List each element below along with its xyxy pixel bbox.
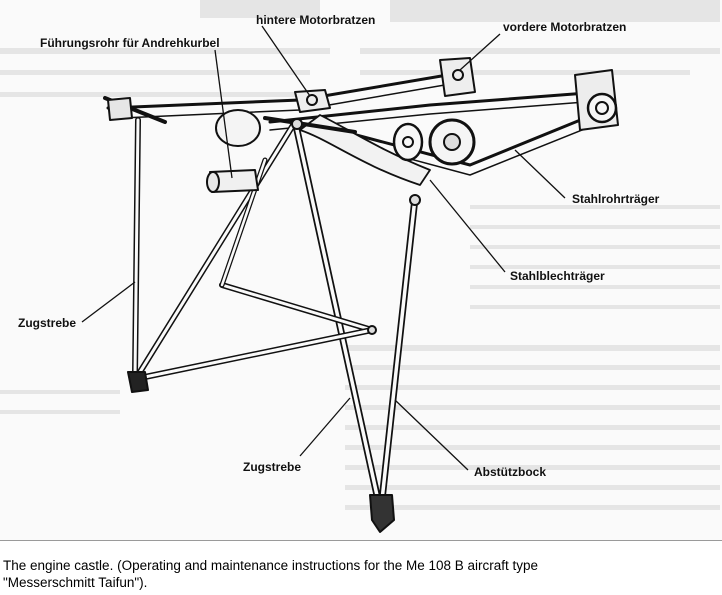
front-mount-ring [586,92,618,124]
steel-tube-support [343,110,602,167]
left-foot [127,371,149,393]
pulley-small [392,122,424,162]
diagonal-leg-b-inner [295,128,380,502]
leader-stahlblechtraeger [429,179,506,273]
engine-castle-figure: hintere Motorbratzen vordere Motorbratze… [0,0,722,541]
caption-line-1: The engine castle. (Operating and mainte… [3,558,539,573]
label-fuehrungsrohr: Führungsrohr für Andrehkurbel [40,36,220,50]
label-abstuetzbock: Abstützbock [474,465,546,479]
pulley-large-hub [443,133,461,151]
label-zugstrebe-bottom: Zugstrebe [243,460,302,474]
support-bracket-leg-inner [380,196,417,502]
figure-caption: The engine castle. (Operating and mainte… [3,557,719,591]
guide-tube-end [206,171,220,193]
rear-bracket-bolt [306,94,318,106]
middle-joint [291,118,303,130]
leader-abstuetzbock [394,399,469,471]
cross-brace-lower-inner [138,328,374,380]
right-foot [369,494,395,533]
engine-castle-drawing [0,0,720,533]
leader-hintere-motorbratzen [261,25,311,97]
front-engine-bracket [439,57,476,97]
background-page-texture [0,48,720,510]
guide-tube-upper [215,109,261,147]
rear-engine-bracket [294,89,331,113]
pulley-small-hub [402,136,414,148]
caption-line-2: "Messerschmitt Taifun"). [3,575,148,590]
label-zugstrebe-left: Zugstrebe [18,316,77,330]
label-stahlblechtraeger: Stahlblechträger [510,269,605,283]
background-heading [200,0,720,22]
leader-zugstrebe-left [81,281,136,323]
rear-left-joint [107,97,133,121]
leader-zugstrebe-bottom [299,397,351,457]
leader-stahlrohrtraeger [514,149,566,199]
lower-joint [367,325,377,335]
front-mount-hub [595,101,609,115]
cross-brace-upper-inner [220,283,374,332]
front-bracket-bolt [452,69,464,81]
support-joint [409,194,421,206]
label-vordere-motorbratzen: vordere Motorbratzen [503,20,627,34]
diagonal-leg-a-inner [138,120,297,374]
cross-brace-inner-2 [220,158,267,287]
label-hintere-motorbratzen: hintere Motorbratzen [256,13,376,27]
leader-fuehrungsrohr [214,49,233,179]
sheet-steel-support [299,114,431,186]
left-tension-strut-inner [133,118,140,377]
label-stahlrohrtraeger: Stahlrohrträger [572,192,660,206]
rear-crossbar-2 [263,116,357,134]
leader-vordere-motorbratzen [459,33,501,71]
leader-lines [81,25,566,471]
